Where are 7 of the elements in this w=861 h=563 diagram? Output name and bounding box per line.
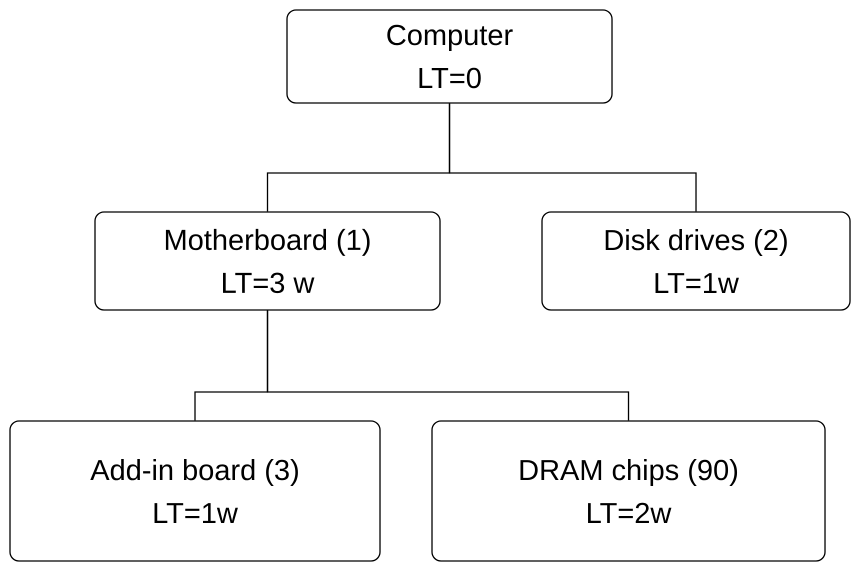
connector-line	[266, 310, 630, 420]
component-box: Add-in board (3) LT=1w	[9, 420, 381, 562]
component-box: Computer LT=0	[286, 9, 613, 104]
connector-line	[448, 104, 697, 212]
component-box: DRAM chips (90) LT=2w	[431, 420, 826, 562]
component-box: Disk drives (2) LT=1w	[541, 211, 851, 311]
component-box: Motherboard (1) LT=3 w	[94, 211, 441, 311]
